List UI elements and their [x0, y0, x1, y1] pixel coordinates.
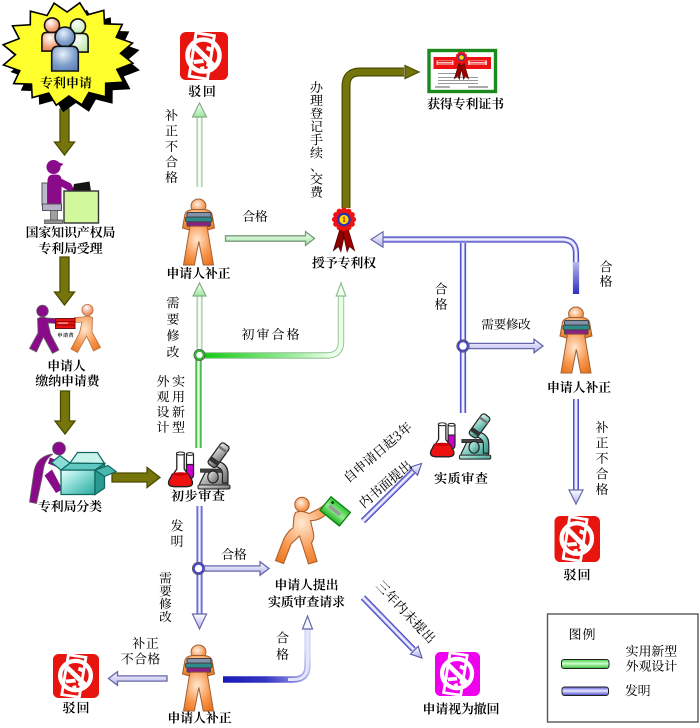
- svg-text:1: 1: [342, 215, 346, 224]
